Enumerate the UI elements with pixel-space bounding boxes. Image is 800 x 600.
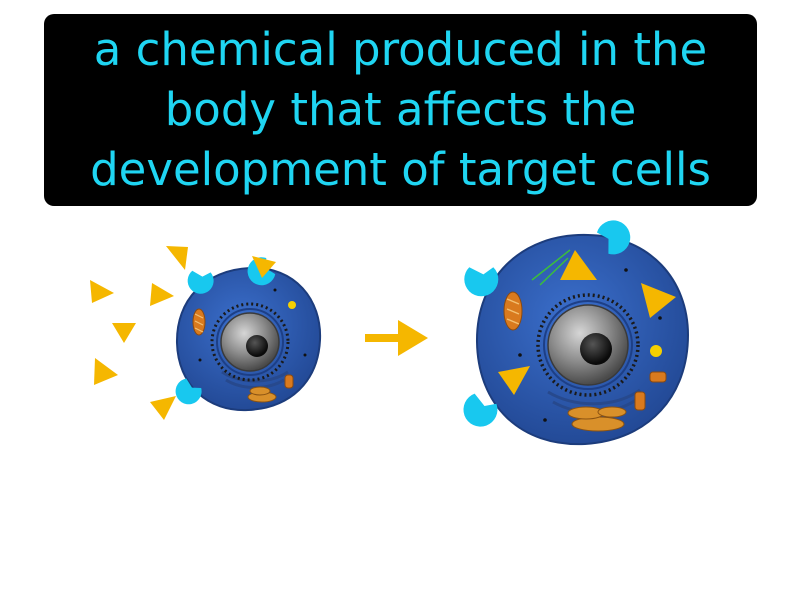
receptor-icon (187, 270, 214, 294)
receptor-icon (596, 220, 631, 255)
large-cell-receptors (463, 220, 631, 427)
hormone-icon (150, 283, 174, 306)
receptor-icon (464, 267, 499, 297)
internal-hormones (498, 250, 676, 395)
hormone-bound-icon (252, 256, 276, 278)
large-mitochondrion-3-icon (634, 391, 646, 411)
definition-line-2: body that affects the (164, 83, 637, 136)
hormone-icon (641, 283, 676, 318)
hormone-icon (94, 358, 118, 385)
definition-line-1: a chemical produced in the (93, 23, 708, 76)
hormone-icon (560, 250, 597, 280)
large-nucleolus (580, 333, 612, 365)
receptor-icon (175, 378, 202, 405)
definition-caption: a chemical produced in the body that aff… (44, 14, 757, 206)
definition-line-3: development of target cells (90, 143, 711, 196)
transformation-arrow (365, 320, 428, 356)
hormone-icon (498, 366, 530, 395)
hormone-icon (112, 323, 136, 343)
small-target-cell (175, 266, 322, 412)
arrow-shaft (365, 334, 409, 342)
hormone-icon (90, 280, 114, 303)
receptor-icon (463, 393, 498, 427)
right-arrow-icon (398, 320, 428, 356)
small-mitochondrion-icon (192, 308, 206, 336)
small-nucleolus (246, 335, 268, 357)
free-hormones (90, 246, 188, 420)
hormone-icon (166, 246, 188, 270)
small-mitochondrion-2-icon (284, 374, 294, 389)
large-mitochondrion-2-icon (649, 371, 667, 383)
hormone-illustration (90, 220, 690, 446)
hormone-icon (150, 396, 176, 420)
